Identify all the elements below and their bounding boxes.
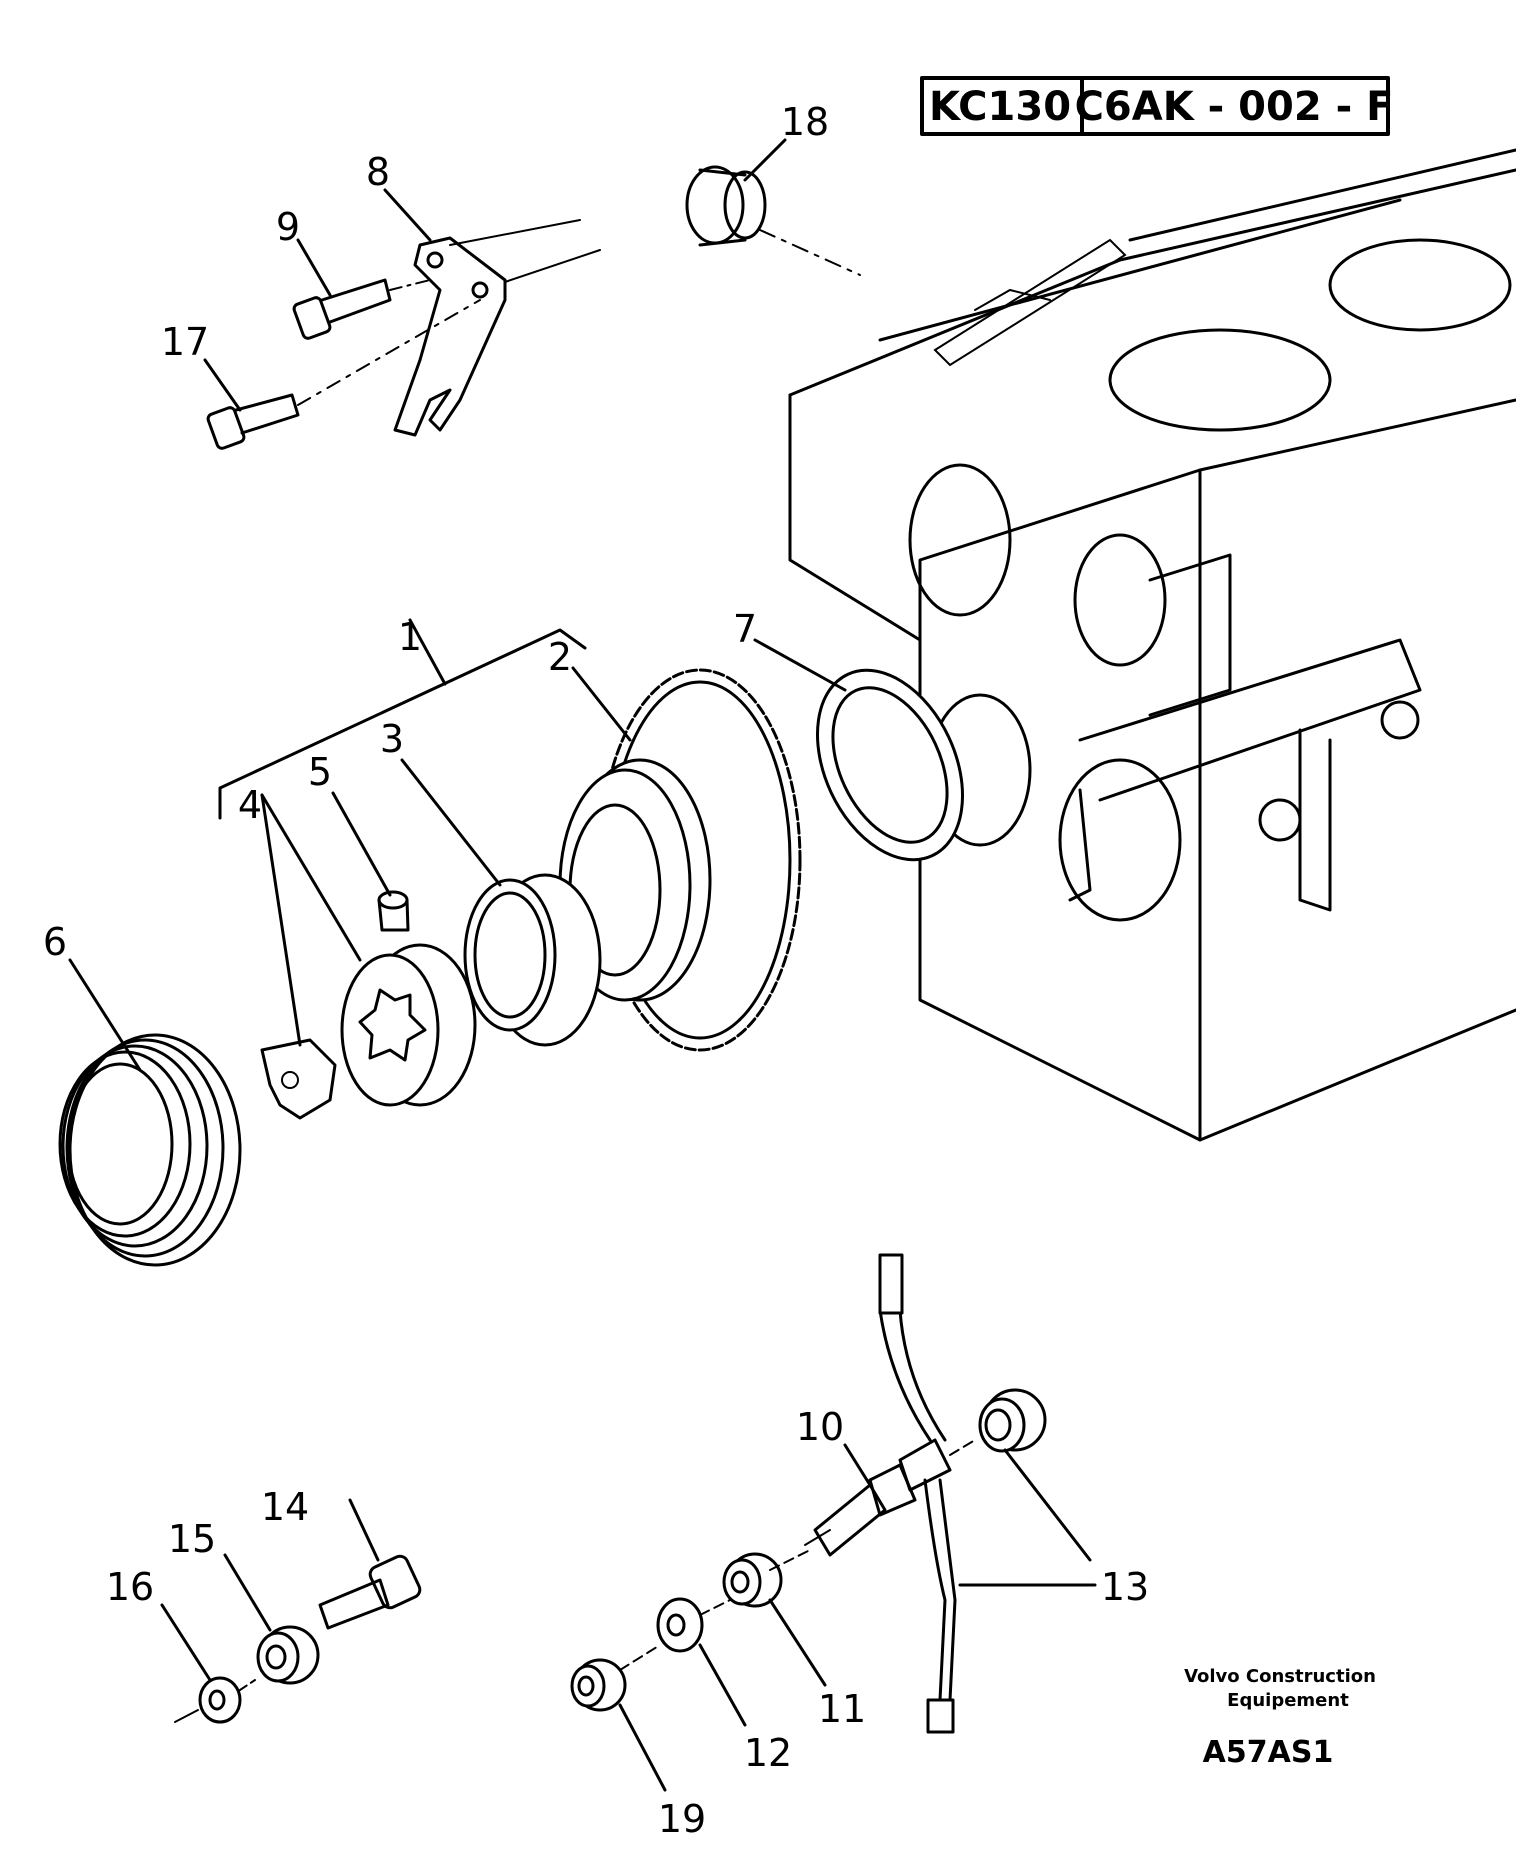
part-6-pulley — [58, 1033, 242, 1267]
part-10-sensor — [804, 1253, 957, 1734]
part-7-seal-ring — [815, 668, 965, 862]
engine-block-drawing — [788, 148, 1516, 1142]
callout-12: 12 — [744, 1731, 792, 1775]
part-4-key — [260, 1038, 337, 1120]
part-8-bracket — [393, 219, 601, 437]
callout-18: 18 — [781, 100, 829, 144]
leader-lines — [68, 138, 1097, 1792]
part-5-pin — [377, 890, 410, 932]
part-17-screw — [206, 299, 481, 450]
part-19-nut — [570, 1644, 661, 1712]
group-code: C6AK - 002 - F — [1075, 84, 1394, 130]
callout-11: 11 — [818, 1687, 866, 1731]
callout-15: 15 — [168, 1517, 216, 1561]
callout-13: 13 — [1101, 1565, 1149, 1609]
title-block: KC130 C6AK - 002 - F — [920, 76, 1394, 136]
part-9-screw — [292, 278, 431, 340]
maker-name-line2: Equipement — [1227, 1690, 1349, 1711]
part-2-gear — [558, 668, 802, 1052]
part-4-hub — [340, 943, 477, 1107]
part-12-washer — [656, 1597, 731, 1653]
callout-17: 17 — [161, 320, 209, 364]
figure-id: A57AS1 — [1203, 1735, 1334, 1770]
callout-14: 14 — [261, 1485, 309, 1529]
part-11-nut — [722, 1549, 811, 1608]
callout-5: 5 — [308, 750, 332, 794]
callout-16: 16 — [106, 1565, 154, 1609]
callout-10: 10 — [796, 1405, 844, 1449]
maker-name-line1: Volvo Construction — [1184, 1666, 1376, 1687]
callout-2: 2 — [548, 635, 572, 679]
model-code: KC130 — [929, 84, 1071, 130]
callout-9: 9 — [276, 205, 300, 249]
part-14-screw — [318, 1554, 422, 1630]
leader-1 — [408, 618, 447, 686]
part-3-bushing — [463, 873, 602, 1047]
part-18-plug — [685, 165, 861, 276]
group-1-bracket — [218, 628, 587, 820]
part-15-nut — [256, 1625, 320, 1685]
callout-7: 7 — [733, 607, 757, 651]
callout-3: 3 — [380, 717, 404, 761]
callout-4: 4 — [238, 783, 262, 827]
callout-6: 6 — [43, 920, 67, 964]
part-16-washer — [174, 1676, 256, 1724]
title-frame — [920, 76, 1390, 136]
callout-19: 19 — [658, 1797, 706, 1841]
callout-1: 1 — [398, 615, 422, 659]
part-13-nut — [949, 1388, 1047, 1456]
callout-8: 8 — [366, 150, 390, 194]
